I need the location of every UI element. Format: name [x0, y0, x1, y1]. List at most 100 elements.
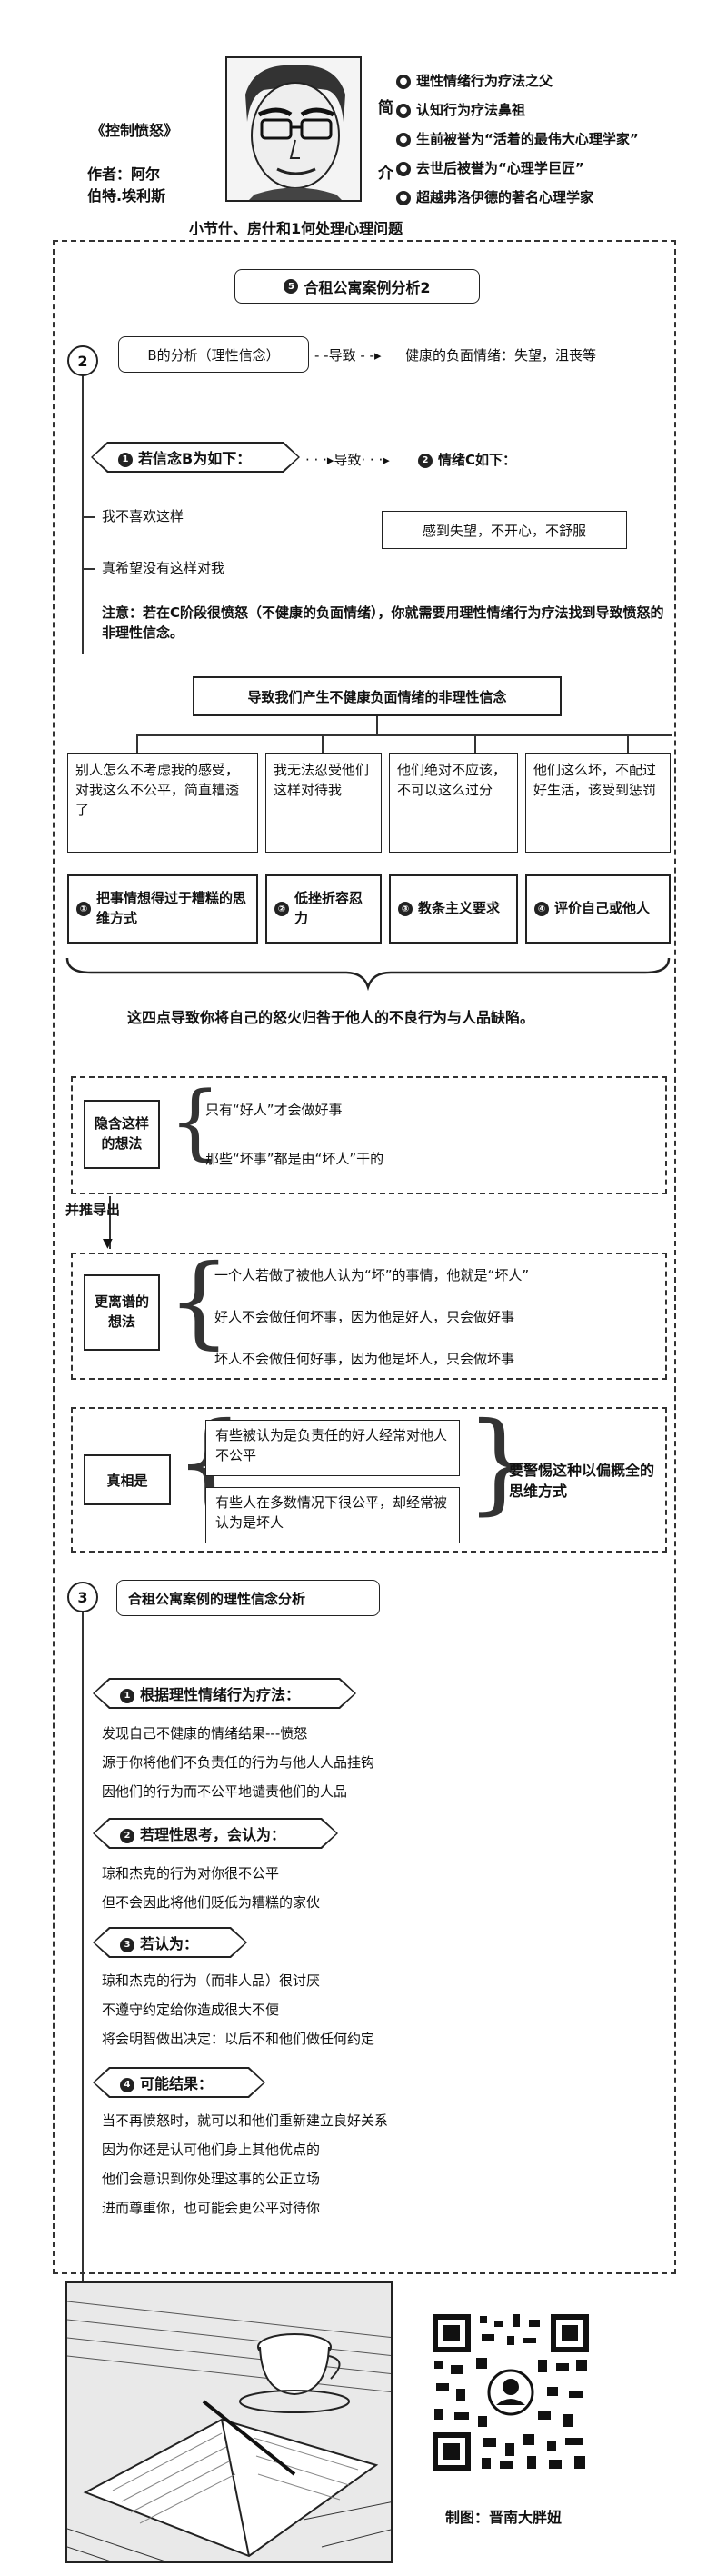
intro-label-1: 简 — [378, 99, 393, 117]
hidden-item: 那些“坏事”都是由“坏人”干的 — [205, 1151, 384, 1167]
number-icon: ③ — [398, 902, 413, 916]
qr-code — [427, 2309, 593, 2474]
step-number-3: 3 — [67, 1582, 98, 1612]
step-number-2: 2 — [67, 345, 98, 376]
brace-icon-right: } — [465, 1400, 535, 1526]
hidden-item: 只有“好人”才会做好事 — [205, 1102, 343, 1118]
intro-item: ●生前被誉为“活着的最伟大心理学家” — [396, 129, 639, 148]
intro-label-2: 介 — [378, 165, 393, 183]
bullet-icon: ● — [396, 74, 411, 89]
absurd-item: 好人不会做任何坏事，因为他是好人，只会做好事 — [214, 1309, 515, 1325]
bullet-icon: ● — [396, 190, 411, 205]
subtitle: 小节什、房什和1何处理心理问题 — [189, 220, 403, 237]
group-item: 进而尊重你，也可能会更公平对待你 — [102, 2200, 321, 2216]
b-item: 真希望没有这样对我 — [102, 560, 225, 576]
note-text: 注意：若在C阶段很愤怒（不健康的负面情绪），你就需要用理性情绪行为疗法找到导致愤… — [102, 604, 664, 641]
group-item: 源于你将他们不负责任的行为与他人人品挂钩 — [102, 1754, 375, 1771]
brace-icon: { — [169, 1074, 222, 1170]
number-icon: 2 — [418, 453, 433, 468]
group-item: 琼和杰克的行为对你很不公平 — [102, 1865, 280, 1882]
bullet-icon: ● — [396, 103, 411, 118]
author-name: 伯特.埃利斯 — [87, 187, 166, 205]
intro-item: ●去世后被誉为“心理学巨匠” — [396, 158, 584, 177]
intro-item: ●理性情绪行为疗法之父 — [396, 71, 553, 90]
number-icon: ④ — [534, 902, 549, 916]
number-icon: 2 — [120, 1828, 134, 1843]
group-item: 但不会因此将他们贬低为糟糕的家伙 — [102, 1894, 321, 1911]
hidden-thought-frame — [71, 1076, 667, 1194]
step2-line — [82, 374, 84, 654]
tree-branch — [136, 734, 672, 736]
b-item-tick — [82, 568, 95, 570]
section3-title-box: 合租公寓案例的理性信念分析 — [116, 1580, 380, 1616]
irrational-belief: 我无法忍受他们这样对待我 — [265, 753, 382, 853]
leads-to-label-2: · · ·▸导致· · ·▸ — [305, 452, 390, 468]
intro-item: ●认知行为疗法鼻祖 — [396, 100, 525, 119]
book-illustration — [65, 2281, 393, 2563]
hidden-title-box: 隐含这样的想法 — [84, 1100, 160, 1169]
tree-drop — [627, 734, 629, 753]
truth-item: 有些人在多数情况下很公平，却经常被认为是坏人 — [205, 1487, 460, 1543]
step3-line — [82, 1612, 84, 2294]
category-box: ④ 评价自己或他人 — [525, 874, 671, 944]
inference-line — [109, 1196, 111, 1249]
brace-icon: { — [167, 1243, 231, 1359]
irrational-belief: 他们这么坏，不配过好生活，该受到惩罚 — [525, 753, 671, 853]
footer-credit: 制图：晋南大胖妞 — [445, 2509, 563, 2526]
number-icon: 4 — [120, 2077, 134, 2092]
truth-frame — [71, 1407, 667, 1553]
group-item: 琼和杰克的行为（而非人品）很讨厌 — [102, 1972, 321, 1989]
absurd-item: 坏人不会做任何好事，因为他是坏人，只会做坏事 — [214, 1351, 515, 1367]
book-title: 《控制愤怒》 — [91, 122, 179, 139]
inference-label: 并推导出 — [65, 1202, 121, 1218]
b-item: 我不喜欢这样 — [102, 508, 184, 524]
case-title-box: 5 合租公寓案例分析2 — [234, 269, 480, 304]
absurd-thought-frame — [71, 1253, 667, 1380]
tree-stem — [376, 716, 378, 736]
absurd-title-box: 更离谱的想法 — [84, 1274, 160, 1351]
number-icon: 5 — [284, 279, 299, 294]
b-analysis-box: B的分析（理性信念） — [118, 336, 309, 373]
number-icon: 1 — [118, 452, 133, 467]
truth-item: 有些被认为是负责任的好人经常对他人不公平 — [205, 1420, 460, 1476]
bullet-icon: ● — [396, 161, 411, 176]
group-item: 发现自己不健康的情绪结果---愤怒 — [102, 1725, 308, 1742]
author-portrait — [225, 56, 362, 202]
result-text: 健康的负面情绪：失望，沮丧等 — [405, 347, 597, 364]
number-icon: ① — [76, 902, 91, 916]
group-item: 不遵守约定给你造成很大不便 — [102, 2002, 280, 2018]
summary-brace — [65, 957, 671, 991]
truth-note: 要警惕这种以偏概全的思维方式 — [509, 1462, 655, 1501]
number-icon: 1 — [120, 1688, 134, 1703]
group-item: 将会明智做出决定：以后不和他们做任何约定 — [102, 2031, 375, 2047]
irrational-title-box: 导致我们产生不健康负面情绪的非理性信念 — [193, 676, 562, 716]
truth-title-box: 真相是 — [84, 1454, 171, 1505]
tree-drop — [322, 734, 324, 753]
tree-drop — [136, 734, 138, 753]
author-label: 作者：阿尔 — [87, 165, 161, 183]
outer-frame — [53, 240, 676, 2274]
number-icon: ② — [274, 902, 289, 916]
group-item: 因他们的行为而不公平地谴责他们的人品 — [102, 1783, 348, 1800]
bottom-summary: 这四点导致你将自己的怒火归咎于他人的不良行为与人品缺陷。 — [127, 1009, 535, 1026]
emotion-c-box: 感到失望，不开心，不舒服 — [382, 511, 627, 549]
category-box: ② 低挫折容忍力 — [265, 874, 382, 944]
arrow-down-icon: ▼ — [103, 1236, 113, 1251]
leads-to-label: - -导致 - -▸ — [314, 347, 382, 364]
bullet-icon: ● — [396, 132, 411, 147]
category-box: ① 把事情想得过于糟糕的思维方式 — [67, 874, 258, 944]
irrational-belief: 他们绝对不应该，不可以这么过分 — [389, 753, 518, 853]
b-item-tick — [82, 516, 95, 518]
absurd-item: 一个人若做了被他人认为“坏”的事情，他就是“坏人” — [214, 1267, 530, 1283]
group-item: 当不再愤怒时，就可以和他们重新建立良好关系 — [102, 2112, 389, 2129]
group-item: 他们会意识到你处理这事的公正立场 — [102, 2171, 321, 2187]
irrational-belief: 别人怎么不考虑我的感受，对我这么不公平，简直糟透了 — [67, 753, 258, 853]
intro-item: ●超越弗洛伊德的著名心理学家 — [396, 187, 593, 206]
tree-drop — [474, 734, 476, 753]
